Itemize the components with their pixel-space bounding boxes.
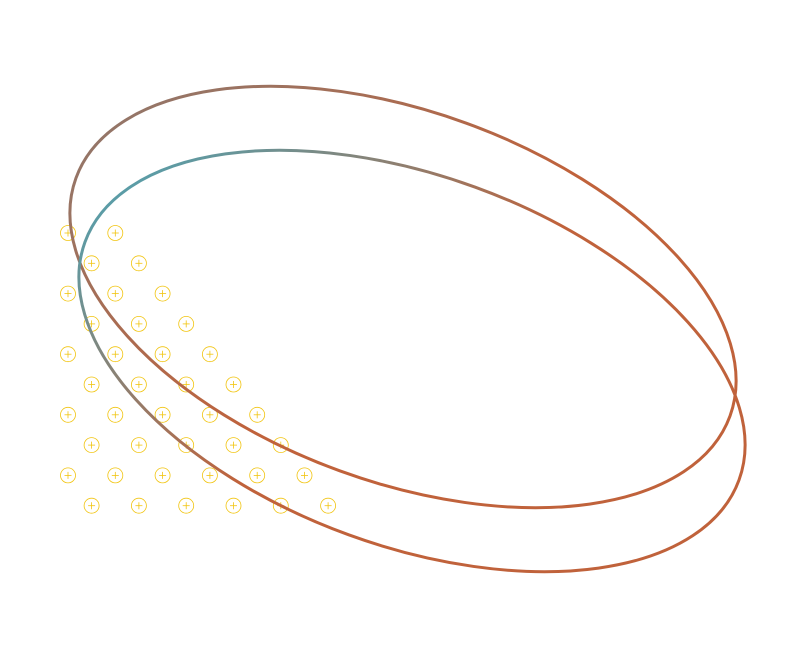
plus-circle-marker [60, 285, 76, 302]
plus-circle-marker [154, 467, 171, 484]
plus-circle-marker [60, 406, 76, 423]
plus-circle-marker [107, 467, 124, 484]
plus-circle-marker [154, 406, 171, 423]
plus-circle-marker [225, 437, 242, 454]
plus-circle-marker [107, 225, 124, 241]
plus-circle-marker [249, 467, 266, 484]
plus-circle-marker [130, 497, 147, 514]
ring-group [68, 84, 747, 574]
plus-circle-marker [130, 315, 147, 332]
plus-circle-marker [60, 346, 76, 363]
plus-circle-marker [201, 467, 218, 484]
plus-circle-marker [83, 376, 100, 393]
plus-circle-marker [178, 315, 195, 332]
plus-circle-marker [201, 346, 218, 363]
plus-circle-marker [320, 497, 337, 514]
plus-circle-marker [130, 255, 147, 272]
plus-circle-marker [154, 346, 171, 363]
plus-circle-marker [107, 285, 124, 302]
ring-upper [68, 84, 738, 510]
plus-circle-marker [83, 497, 100, 514]
plus-circle-marker [83, 255, 100, 272]
plus-circle-marker [225, 376, 242, 393]
plus-circle-marker [107, 406, 124, 423]
plus-circle-marker [296, 467, 313, 484]
plus-circle-marker [130, 376, 147, 393]
plus-circle-marker [107, 346, 124, 363]
plus-circle-marker [83, 437, 100, 454]
plus-circle-marker [130, 437, 147, 454]
plus-circle-marker [178, 497, 195, 514]
plus-circle-marker [154, 285, 171, 302]
marker-grid [60, 225, 337, 514]
plus-circle-marker [60, 467, 76, 484]
plus-circle-marker [249, 406, 266, 423]
plus-circle-marker [225, 497, 242, 514]
ring-lower [77, 148, 747, 574]
